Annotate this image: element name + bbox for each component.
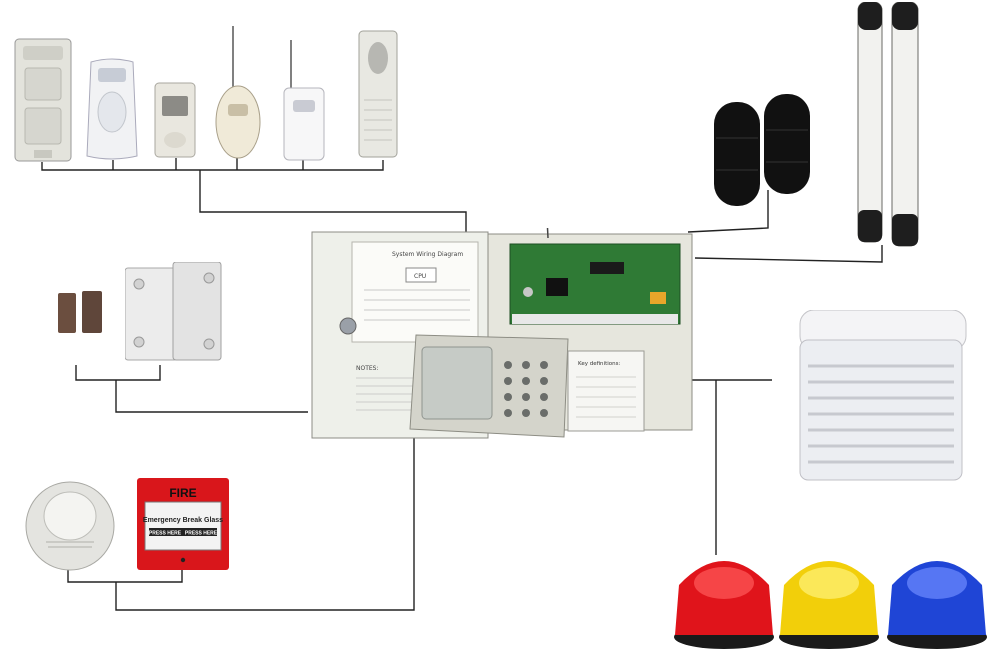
call-point-header: FIRE: [169, 486, 196, 500]
outdoor-pir-detector: [14, 38, 72, 163]
surface-door-contact: [125, 262, 223, 366]
lcd-keypad: Key definitions:: [408, 333, 648, 439]
wireless-pir-detector-white: [282, 40, 326, 162]
active-infrared-barrier: [856, 2, 922, 248]
door-to-panel-wire: [115, 380, 308, 413]
beam-detector-wire: [687, 190, 769, 233]
strobe-beacon-blue: [884, 541, 990, 651]
pir-bus-wire: [41, 160, 384, 171]
outdoor-siren: [798, 310, 968, 484]
panel-cpu-label: CPU: [414, 273, 426, 280]
manual-call-point: FIRE Emergency Break Glass PRESS HERE PR…: [137, 478, 229, 570]
smoke-detector: [24, 480, 116, 572]
pir-to-panel-wire: [199, 170, 467, 235]
strobe-beacon-red: [671, 541, 777, 651]
panel-notes-label: NOTES:: [356, 365, 379, 372]
door-contact-wire: [75, 365, 161, 381]
panel-diagram-title: System Wiring Diagram: [392, 251, 463, 258]
glass-break-detector: [358, 30, 398, 160]
keypad-card-title: Key definitions:: [578, 361, 620, 367]
strobe-beacon-yellow: [776, 541, 882, 651]
call-point-press-right: PRESS HERE: [185, 531, 218, 537]
fire-devices-wire: [67, 570, 183, 583]
pir-motion-detector: [85, 58, 139, 162]
active-infrared-wire: [694, 245, 883, 263]
fire-to-panel-wire: [115, 424, 415, 611]
call-point-press-left: PRESS HERE: [149, 531, 182, 537]
magnetic-door-contact: [58, 291, 104, 335]
call-point-glass-text: Emergency Break Glass: [143, 517, 223, 524]
wireless-pir-detector: [214, 26, 262, 160]
beam-detector-pair: [712, 92, 812, 210]
small-pir-detector: [154, 82, 196, 158]
